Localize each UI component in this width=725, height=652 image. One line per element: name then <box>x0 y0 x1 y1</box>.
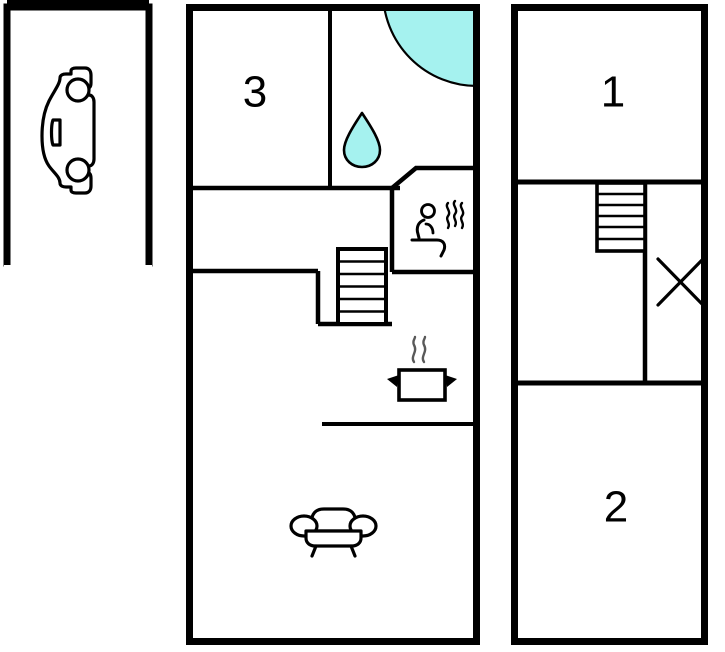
pot-body <box>397 368 447 402</box>
pot-handle-left <box>387 375 399 387</box>
car-wheel-front <box>65 77 91 103</box>
pot-steam-2 <box>421 335 427 364</box>
room-label-1: 1 <box>601 68 625 117</box>
pool-quarter-circle <box>383 7 477 88</box>
main-outer-wall <box>186 4 480 645</box>
car-window <box>49 118 62 147</box>
sauna-steam-3 <box>459 201 465 230</box>
staircase-icon-right <box>595 181 647 253</box>
staircase-icon-main <box>336 247 388 326</box>
right-section: 1 2 <box>511 4 708 645</box>
sofa-seat <box>304 529 363 548</box>
room-label-3: 3 <box>243 68 267 117</box>
sauna-steam-1 <box>445 201 451 230</box>
sauna-person-arm <box>424 222 435 235</box>
cross-line-2 <box>656 257 705 307</box>
cross-mark-icon <box>656 257 705 307</box>
sofa-leg-right <box>349 544 357 558</box>
garage-section <box>3 0 153 270</box>
cooking-pot-icon <box>387 335 457 402</box>
water-drop-icon <box>342 111 382 169</box>
sauna-person-head <box>420 203 436 219</box>
garage-door-opening <box>4 258 152 270</box>
car-icon <box>40 66 96 195</box>
sauna-person-legs <box>410 238 447 258</box>
sauna-person-back <box>415 218 426 240</box>
main-section: 3 <box>186 4 480 645</box>
sofa-leg-left <box>310 544 318 558</box>
sauna-icon <box>410 199 465 258</box>
car-wheel-rear <box>65 157 91 183</box>
room-label-2: 2 <box>604 483 628 532</box>
pot-handle-right <box>445 375 457 387</box>
right-outer-wall <box>511 4 708 645</box>
sofa-icon <box>289 507 378 558</box>
pot-steam-1 <box>411 335 417 364</box>
sauna-angled-wall <box>389 165 479 190</box>
sauna-steam-2 <box>452 199 458 228</box>
